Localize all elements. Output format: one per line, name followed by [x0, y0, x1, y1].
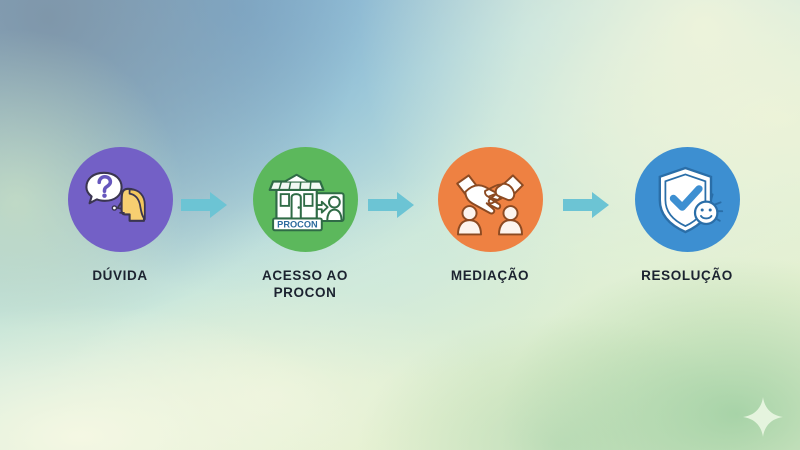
flow-step-resolucao[interactable]: RESOLUÇÃO: [603, 147, 771, 284]
step-label-duvida: DÚVIDA: [92, 268, 148, 283]
arrow-step1-to-step2: [181, 190, 227, 220]
step-circle-acesso-procon[interactable]: PROCON: [252, 147, 358, 252]
step-label-mediacao: MEDIAÇÃO: [450, 268, 530, 283]
thinking-person-question-icon: [85, 171, 146, 222]
flow-step-acesso-procon[interactable]: PROCON ACESSO AO PROCON: [221, 147, 389, 302]
step-circle-mediacao[interactable]: [437, 147, 543, 252]
step-circle-resolucao[interactable]: [634, 147, 740, 252]
shield-check-smiley-icon: [658, 166, 724, 233]
handshake-mediation-icon: [456, 173, 524, 235]
procon-sign-text: PROCON: [277, 219, 318, 229]
flow-step-duvida[interactable]: DÚVIDA: [36, 147, 204, 284]
step-label-acesso-procon: ACESSO AO PROCON: [262, 268, 348, 301]
step-circle-duvida[interactable]: [67, 147, 173, 252]
arrow-step2-to-step3: [368, 190, 414, 220]
flow-step-mediacao[interactable]: MEDIAÇÃO: [406, 147, 574, 284]
step-label-resolucao: RESOLUÇÃO: [641, 268, 733, 283]
sparkle-star-icon: [741, 395, 785, 439]
procon-building-service-desk-icon: PROCON: [268, 173, 345, 231]
arrow-step3-to-step4: [563, 190, 609, 220]
